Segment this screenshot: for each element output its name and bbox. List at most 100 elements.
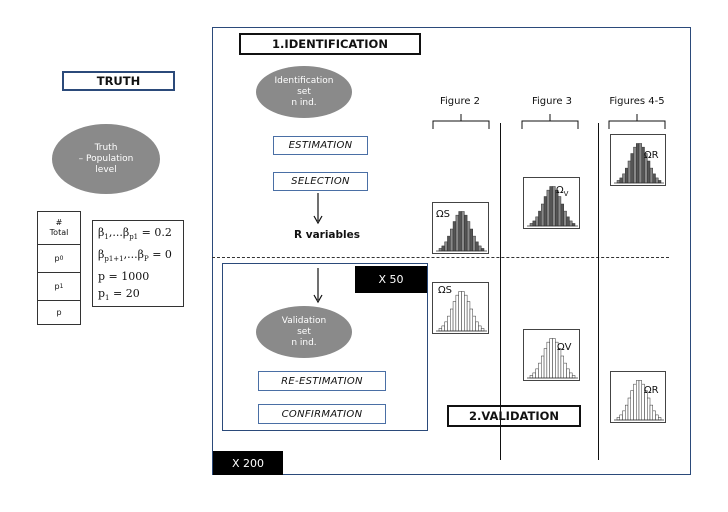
identification-title: 1.IDENTIFICATION bbox=[239, 33, 421, 55]
histogram-bar bbox=[619, 177, 623, 184]
histogram-bar bbox=[444, 241, 448, 252]
figures-4-5-label: Figures 4-5 bbox=[609, 96, 665, 107]
estimation-step: ESTIMATION bbox=[273, 136, 368, 155]
histogram-bar bbox=[466, 221, 471, 252]
histogram-bar bbox=[461, 211, 465, 252]
histogram-identification-fig3: ΩV bbox=[523, 177, 580, 229]
truth-ellipse: Truth – Population level bbox=[52, 124, 160, 194]
histogram-bar bbox=[627, 160, 631, 184]
histogram-bar bbox=[552, 186, 556, 227]
figure-2-label: Figure 2 bbox=[439, 96, 481, 107]
histogram-bar bbox=[464, 214, 468, 252]
omega-r-label: ΩR bbox=[644, 385, 659, 396]
histogram-validation-fig45: ΩR bbox=[610, 371, 666, 423]
histogram-bar bbox=[538, 210, 542, 227]
histogram-bar bbox=[546, 189, 550, 227]
histogram-bar bbox=[549, 186, 553, 227]
histogram-bar bbox=[450, 228, 454, 252]
histogram-bar bbox=[447, 315, 451, 332]
histogram-bar bbox=[649, 404, 653, 421]
histogram-validation-fig3: ΩV bbox=[523, 329, 580, 381]
histogram-bar bbox=[469, 228, 473, 252]
param-p1: p1 = 20 bbox=[98, 287, 140, 303]
simulation-frame bbox=[212, 27, 691, 475]
histogram-bar bbox=[447, 235, 451, 252]
r-variables-label: R variables bbox=[293, 229, 361, 241]
histogram-bar bbox=[569, 372, 573, 379]
histogram-bar bbox=[444, 321, 448, 332]
omega-s-label: ΩS bbox=[438, 285, 452, 296]
histogram-bar bbox=[455, 214, 459, 252]
histogram-bar bbox=[472, 315, 476, 332]
histogram-bar bbox=[535, 216, 539, 227]
histogram-bar bbox=[647, 397, 651, 421]
figure-separator bbox=[500, 123, 501, 460]
figure-separator bbox=[598, 123, 599, 460]
histogram-bar bbox=[458, 291, 462, 332]
arrow-down-icon bbox=[313, 193, 323, 225]
histogram-bar bbox=[627, 397, 631, 421]
histogram-bar bbox=[538, 362, 542, 379]
histogram-bar bbox=[541, 203, 545, 227]
omega-v-label: ΩV bbox=[557, 342, 572, 353]
histogram-bar bbox=[622, 410, 626, 421]
histogram-bar bbox=[541, 355, 545, 379]
histogram-bar bbox=[450, 308, 454, 332]
table-cell-p: p bbox=[37, 301, 81, 325]
histogram-bar bbox=[633, 146, 637, 184]
histogram-bar bbox=[441, 245, 445, 252]
histogram-validation-fig2: ΩS bbox=[432, 282, 489, 334]
histogram-bar bbox=[452, 301, 457, 332]
histogram-bar bbox=[619, 414, 623, 421]
selection-step: SELECTION bbox=[273, 172, 368, 191]
param-beta-null: βp1+1,...βP = 0 bbox=[98, 248, 172, 264]
histogram-bar bbox=[633, 383, 637, 421]
histogram-bar bbox=[478, 245, 482, 252]
histogram-bar bbox=[647, 160, 651, 184]
validation-frame bbox=[222, 263, 428, 431]
truth-parameters: β1,...βp1 = 0.2 βp1+1,...βP = 0 p = 1000… bbox=[92, 220, 184, 307]
histogram-bar bbox=[543, 348, 548, 379]
histogram-bar bbox=[466, 301, 471, 332]
validation-ellipse: Validation set n ind. bbox=[256, 306, 352, 358]
param-p: p = 1000 bbox=[98, 270, 150, 284]
histogram-bar bbox=[630, 390, 634, 421]
histogram-bar bbox=[441, 325, 445, 332]
phase-divider bbox=[212, 257, 669, 258]
histogram-bar bbox=[455, 294, 459, 332]
histogram-bar bbox=[622, 173, 626, 184]
omega-s-label: ΩS bbox=[436, 209, 450, 220]
histogram-bar bbox=[563, 362, 567, 379]
histogram-bar bbox=[649, 167, 653, 184]
histogram-bar bbox=[566, 368, 570, 379]
histogram-bar bbox=[560, 203, 564, 227]
histogram-bar bbox=[532, 220, 536, 227]
histogram-bar bbox=[472, 235, 476, 252]
histogram-bar bbox=[625, 167, 629, 184]
figures-4-5-brace bbox=[608, 114, 666, 129]
histogram-bar bbox=[557, 196, 562, 227]
histogram-bar bbox=[563, 210, 567, 227]
histogram-bar bbox=[560, 355, 564, 379]
histogram-bar bbox=[543, 196, 548, 227]
repeat-x50-badge: X 50 bbox=[355, 266, 427, 293]
param-beta-active: β1,...βp1 = 0.2 bbox=[98, 226, 172, 242]
histogram-identification-fig2: ΩS bbox=[432, 202, 489, 254]
histogram-bar bbox=[535, 368, 539, 379]
confirmation-step: CONFIRMATION bbox=[258, 404, 386, 424]
figure-3-brace bbox=[521, 114, 579, 129]
histogram-bar bbox=[638, 143, 642, 184]
identification-ellipse: Identification set n ind. bbox=[256, 66, 352, 118]
repeat-x200-badge: X 200 bbox=[213, 451, 283, 475]
histogram-bar bbox=[546, 341, 550, 379]
truth-title: TRUTH bbox=[62, 71, 175, 91]
histogram-bar bbox=[452, 221, 457, 252]
histogram-bar bbox=[566, 216, 570, 227]
histogram-bar bbox=[475, 241, 479, 252]
histogram-bar bbox=[552, 338, 556, 379]
histogram-bar bbox=[532, 372, 536, 379]
histogram-bar bbox=[549, 338, 553, 379]
